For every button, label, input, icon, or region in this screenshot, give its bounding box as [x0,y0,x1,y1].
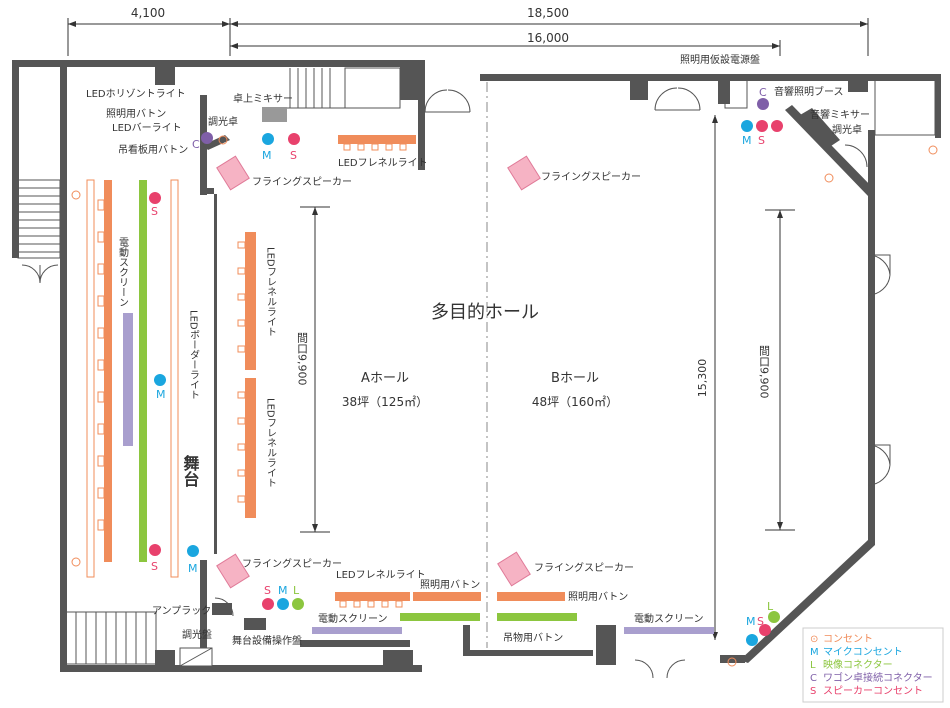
svg-text:L: L [767,600,774,613]
svg-text:電動スクリーン: 電動スクリーン [634,612,704,625]
dim-4100: 4,100 [131,6,165,20]
bottom-bars [312,592,714,634]
svg-text:M: M [156,388,166,401]
horizon-lights [86,179,179,578]
dimension-lines [67,18,869,56]
svg-text:M: M [278,584,288,597]
legend: ⊙ コンセント M マイクコンセント L 映像コネクター C ワゴン卓接続コネクター S スピーカ… [802,627,944,703]
svg-text:照明用バトン: 照明用バトン [568,591,628,603]
dim-18500: 18,500 [527,6,569,20]
horizon-light-units [97,199,105,531]
svg-text:S: S [264,584,271,597]
hall-a-area: 38坪（125㎡） [342,395,428,409]
svg-text:S: S [757,615,764,628]
svg-text:S: S [758,134,765,147]
svg-text:LEDホリゾントライト: LEDホリゾントライト [86,88,186,100]
left-staircase [17,179,61,284]
legend-symbol-outlet: ⊙ [810,634,818,645]
svg-text:調光盤: 調光盤 [182,628,212,641]
hall-title: 多目的ホール [431,302,539,323]
svg-text:M: M [742,134,752,147]
svg-text:卓上ミキサー: 卓上ミキサー [233,93,293,105]
svg-text:電動スクリーン: 電動スクリーン [117,237,129,307]
legend-label-video: 映像コネクター [823,659,893,671]
svg-text:L: L [293,584,300,597]
equipment-labels: LEDホリゾントライト 照明用バトン LEDバーライト 吊看板用バトン 電動スク… [86,53,870,647]
opening-left: 間口9,900 [296,332,309,386]
svg-text:LEDフレネルライト: LEDフレネルライト [336,569,426,581]
power-outlets [71,135,938,667]
svg-text:電動スクリーン: 電動スクリーン [318,612,388,625]
top-stair [285,67,401,109]
svg-text:LEDフレネルライト: LEDフレネルライト [338,157,428,169]
bottom-left-stair [65,611,157,665]
svg-text:S: S [290,149,297,162]
svg-text:M: M [188,562,198,575]
svg-text:M: M [262,149,272,162]
equipment [179,107,840,667]
outlet-dots [149,98,783,646]
svg-text:LEDバーライト: LEDバーライト [112,122,182,134]
svg-text:C: C [192,138,200,151]
led-fresnel-top [338,135,416,151]
hall-b-name: Bホール [551,371,599,386]
svg-text:音響ミキサー: 音響ミキサー [810,108,870,121]
svg-text:照明用バトン: 照明用バトン [106,108,166,120]
svg-text:LEDボーダーライト: LEDボーダーライト [188,310,200,400]
svg-text:吊物用バトン: 吊物用バトン [503,631,563,644]
dim-15300: 15,300 [696,359,709,398]
svg-text:LEDフレネルライト: LEDフレネルライト [265,247,277,337]
svg-text:フライングスピーカー: フライングスピーカー [541,170,641,183]
svg-text:舞台設備操作盤: 舞台設備操作盤 [232,634,302,647]
svg-text:S: S [151,560,158,573]
outlet-letters: C M S S M S M S M L C M S L S M [151,86,774,628]
dim-16000: 16,000 [527,31,569,45]
svg-text:照明用バトン: 照明用バトン [420,579,480,591]
svg-text:M: M [746,615,756,628]
svg-text:アンプラック: アンプラック [152,605,211,617]
svg-text:フライングスピーカー: フライングスピーカー [242,557,342,570]
flying-speakers [216,155,541,589]
svg-text:LEDフレネルライト: LEDフレネルライト [265,398,277,488]
walls [12,60,941,672]
opening-right: 間口9,900 [758,345,771,399]
svg-text:フライングスピーカー: フライングスピーカー [534,561,634,574]
dimension-arrows [68,21,868,49]
legend-symbol-video: L [810,660,816,671]
stage-label: 舞台 [181,454,200,488]
legend-symbol-wagon: C [810,673,817,684]
legend-label-wagon: ワゴン卓接続コネクター [823,671,933,684]
hall-b-area: 48坪（160㎡） [532,395,618,409]
legend-label-mic: マイクコンセント [823,646,903,658]
opening-dimensions [300,115,795,640]
legend-symbol-speaker: S [810,686,816,697]
svg-text:音響照明ブース: 音響照明ブース [774,85,844,98]
svg-text:調光卓: 調光卓 [832,123,862,136]
svg-text:S: S [151,205,158,218]
svg-text:C: C [759,86,767,99]
legend-symbol-mic: M [810,647,819,658]
svg-text:吊看板用バトン: 吊看板用バトン [118,143,188,156]
svg-text:調光卓: 調光卓 [208,115,238,128]
svg-text:フライングスピーカー: フライングスピーカー [252,175,352,188]
legend-label-outlet: コンセント [823,633,873,645]
electric-screen-vertical [123,313,133,446]
led-fresnel-vertical [237,232,256,518]
svg-text:照明用仮設電源盤: 照明用仮設電源盤 [680,53,760,66]
legend-label-speaker: スピーカーコンセント [823,685,923,697]
hall-a-name: Aホール [361,371,409,386]
